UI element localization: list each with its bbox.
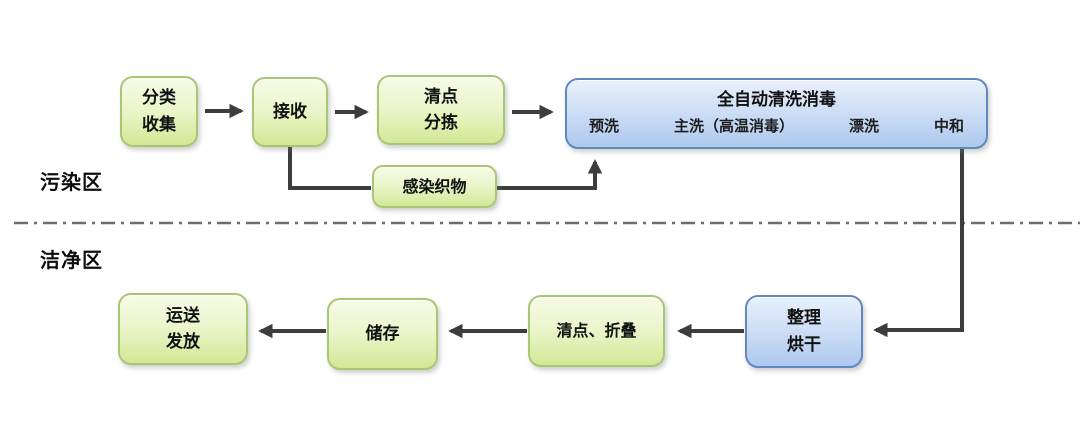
node-store-label: 储存 <box>365 323 400 344</box>
node-deliver: 运送 发放 <box>118 293 248 365</box>
machine-title: 全自动清洗消毒 <box>717 90 836 111</box>
machine-stage-mainwash: 主洗（高温消毒） <box>673 116 794 135</box>
machine-stage-neutralize: 中和 <box>933 116 964 135</box>
node-infected-linen-label: 感染织物 <box>402 176 467 196</box>
node-arrange-dry-label: 整理 烘干 <box>787 308 821 355</box>
node-receive: 接收 <box>252 77 328 147</box>
node-sort-collect: 分类 收集 <box>120 76 198 147</box>
node-sort-collect-label: 分类 收集 <box>142 88 176 135</box>
node-arrange-dry: 整理 烘干 <box>745 295 863 368</box>
connector-receive-to-infected <box>288 147 371 190</box>
zone-label-contaminated: 污染区 <box>40 170 103 194</box>
machine-stage-prewash: 预洗 <box>589 116 620 135</box>
arrow-infected-to-machine-prewash <box>497 159 603 190</box>
machine-stage-rinse: 漂洗 <box>848 116 879 135</box>
node-count-sort-label: 清点 分拣 <box>424 86 458 133</box>
node-deliver-label: 运送 发放 <box>166 305 200 352</box>
node-receive-label: 接收 <box>273 101 307 122</box>
zone-label-clean: 洁净区 <box>40 248 103 272</box>
arrow-machine-to-arrangedry <box>873 149 964 338</box>
machine-stage-row: 预洗 主洗（高温消毒） 漂洗 中和 <box>567 113 986 136</box>
node-count-fold-label: 清点、折叠 <box>556 321 637 340</box>
node-auto-wash-disinfect: 全自动清洗消毒 预洗 主洗（高温消毒） 漂洗 中和 <box>565 78 988 149</box>
node-infected-linen: 感染织物 <box>372 165 497 208</box>
node-store: 储存 <box>327 298 438 370</box>
node-count-fold: 清点、折叠 <box>528 295 665 367</box>
node-count-sort: 清点 分拣 <box>377 75 505 145</box>
